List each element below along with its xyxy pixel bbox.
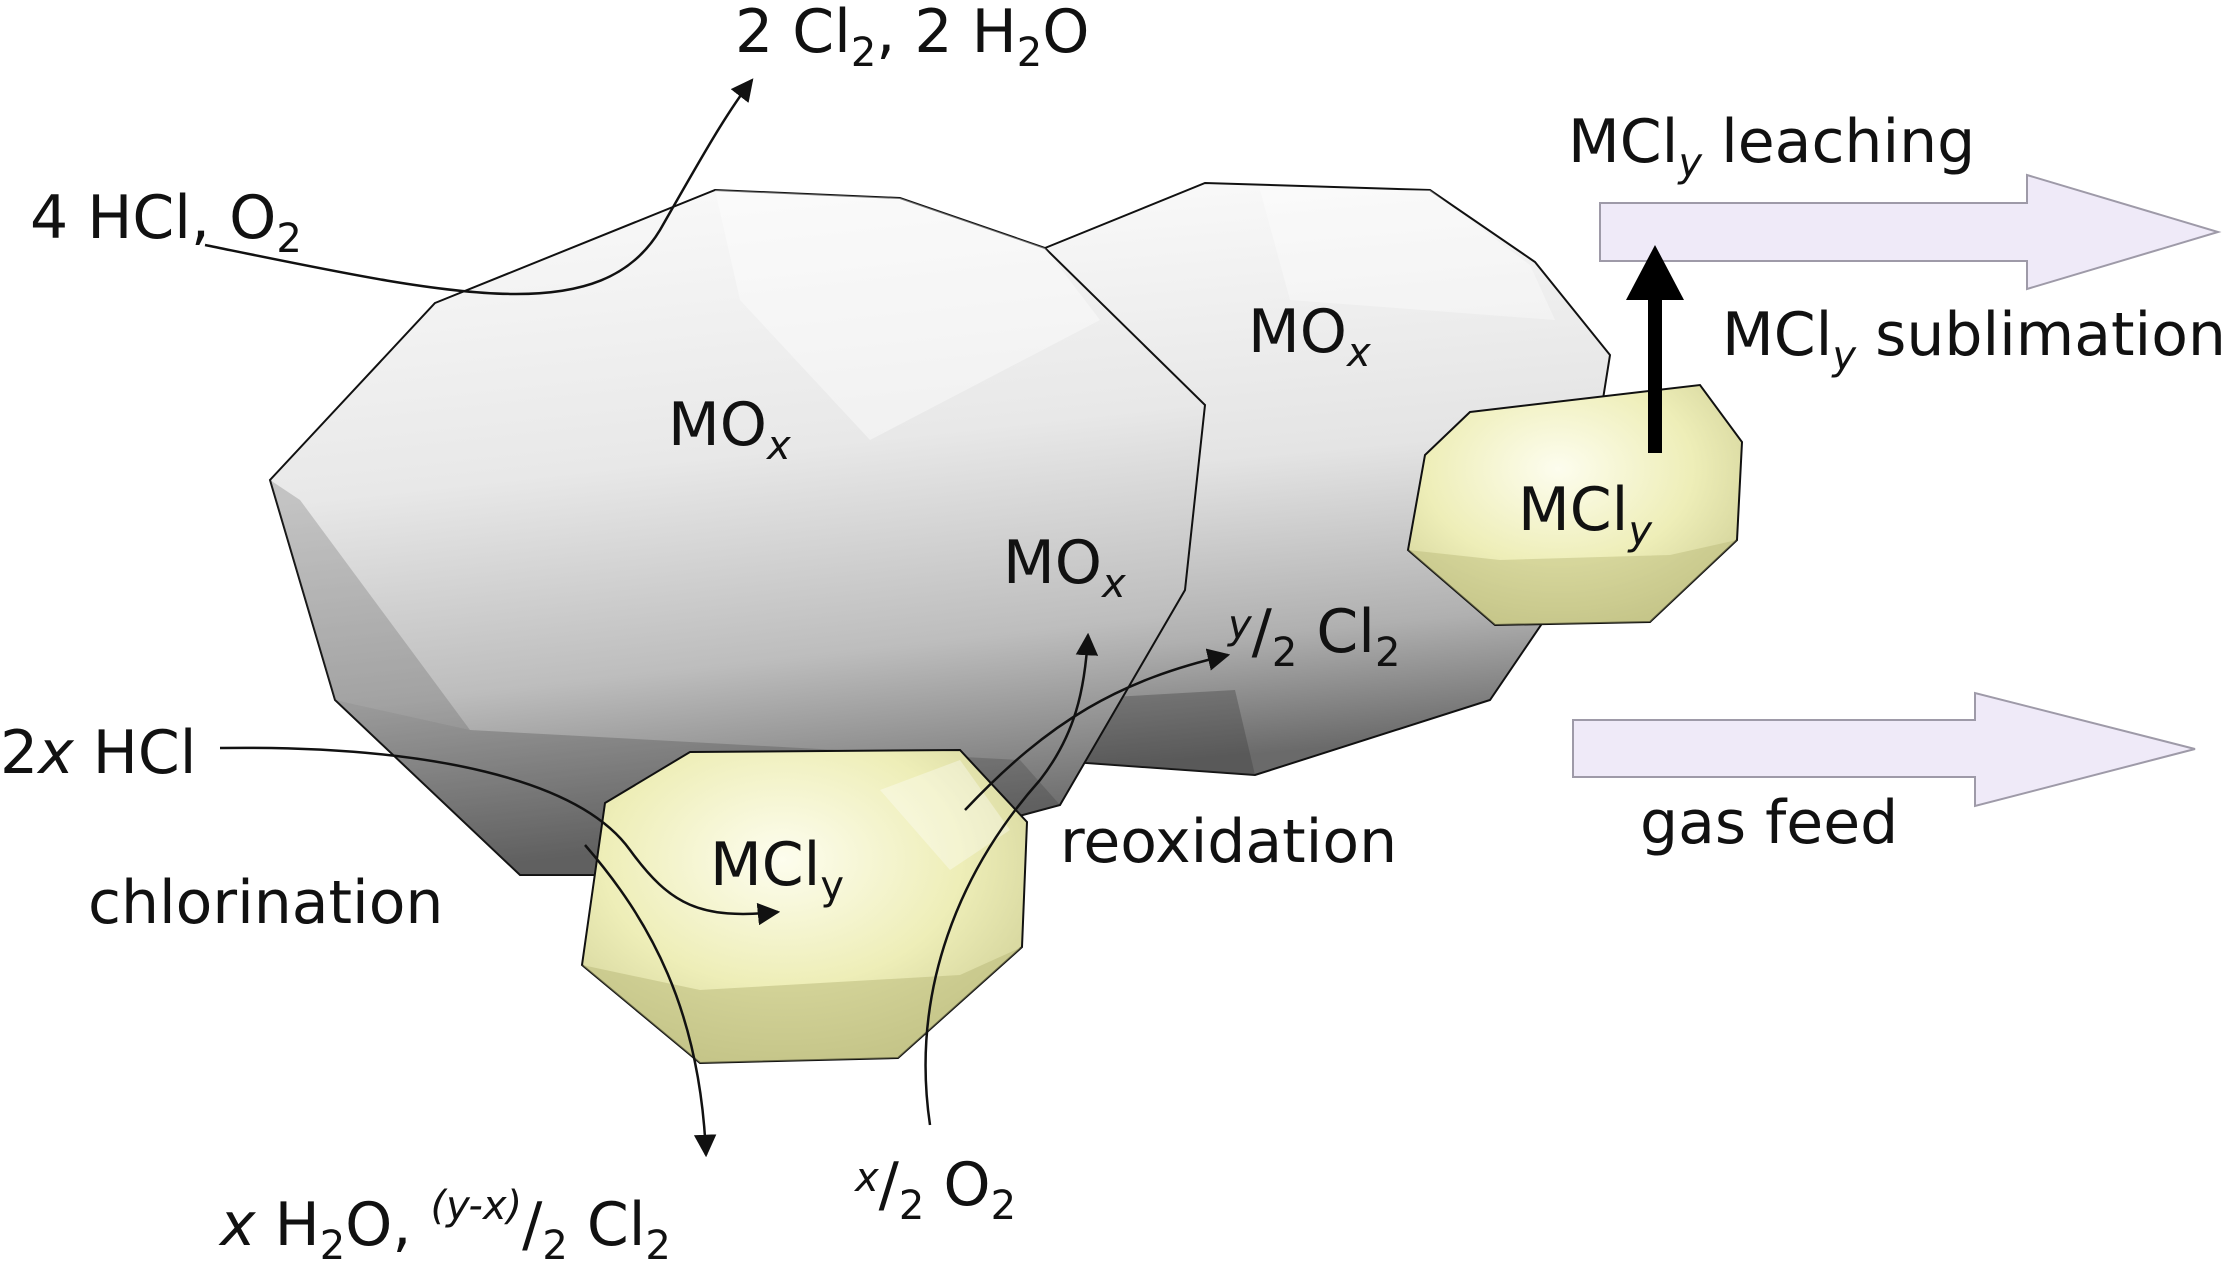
reoxidation-label: reoxidation — [1060, 807, 1397, 877]
gas-feed-label: gas feed — [1640, 788, 1898, 858]
chloride-to-cl2-curve — [964, 648, 1231, 811]
sublimation-label: MCly sublimation — [1722, 300, 2226, 379]
products-top-label: 2 Cl2, 2 H2O — [735, 0, 1089, 76]
gas-feed-flow-arrow — [1572, 691, 2196, 808]
products-bottom-label: x H2O, (y-x)/2 Cl2 — [218, 1183, 671, 1265]
hcl-2x-label: 2x HCl — [0, 718, 196, 788]
hcl-to-chloride-curve — [219, 746, 781, 926]
chloride-particle-bottom — [580, 748, 1029, 1065]
leaching-flow-arrow — [1599, 173, 2222, 291]
x2-o2-label: x/2 O2 — [853, 1150, 1016, 1229]
mox-label-small: MOx — [1003, 528, 1126, 607]
sublimation-arrow — [1626, 245, 1684, 453]
oxygen-to-oxide-curve — [924, 632, 1099, 1126]
mox-label-large: MOx — [668, 390, 791, 469]
chlorination-label: chlorination — [88, 868, 443, 938]
y2-cl2-label: y/2 Cl2 — [1227, 597, 1400, 676]
leaching-label: MCly leaching — [1568, 107, 1975, 186]
mcly-label-bottom: MCly — [710, 830, 844, 909]
mox-label-right: MOx — [1248, 297, 1371, 376]
reactant-to-product-curve-top — [204, 78, 754, 296]
chloride-to-products-curve — [584, 844, 717, 1158]
reactants-top-label: 4 HCl, O2 — [30, 183, 302, 262]
mcly-label-right: MCly — [1518, 475, 1653, 554]
